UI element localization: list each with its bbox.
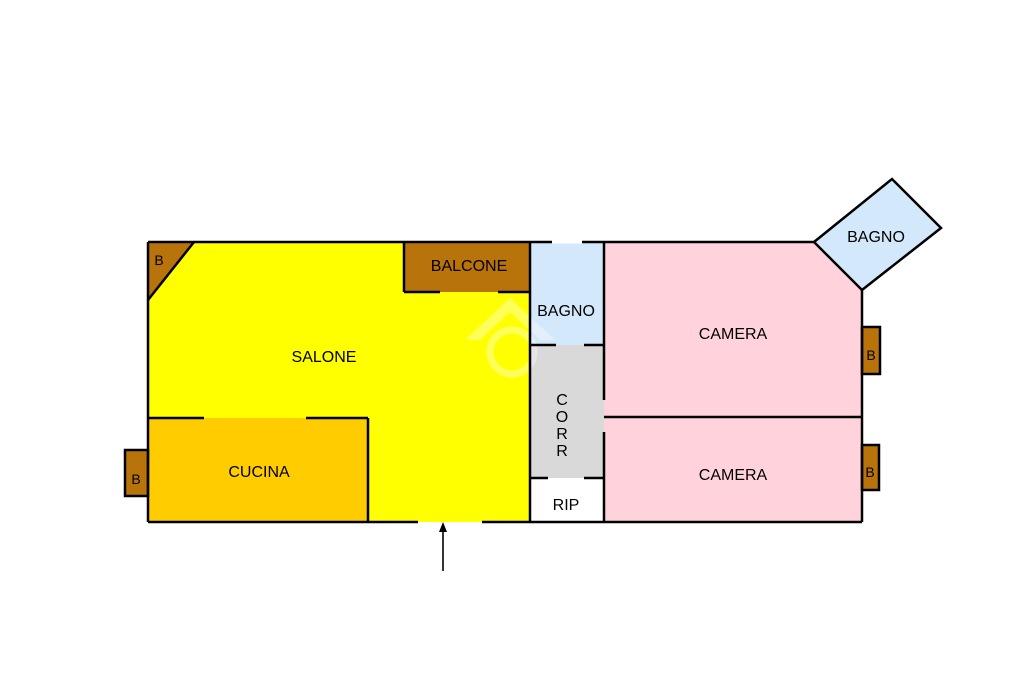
label-b-right-bottom: B: [865, 464, 874, 480]
camera-bottom-area: [604, 417, 862, 522]
balcony-b-right-bottom-area: [862, 445, 879, 490]
entrance-arrow-icon: [439, 522, 447, 571]
label-bagno-corner: BAGNO: [847, 229, 905, 246]
cucina-area: [148, 418, 368, 522]
bagno-corner-area: [814, 179, 941, 290]
label-b-right-top: B: [866, 347, 875, 363]
camera-top-area: [604, 242, 862, 417]
corridor-area: [530, 345, 604, 478]
label-camera-top: CAMERA: [699, 326, 768, 343]
logo-watermark-icon: [465, 298, 555, 378]
balcony-b-right-top-area: [862, 327, 880, 374]
label-rip: RIP: [553, 497, 580, 514]
rip-area: [530, 478, 604, 522]
label-bagno-center: BAGNO: [537, 303, 595, 320]
label-camera-bottom: CAMERA: [699, 467, 768, 484]
balcone-area: [404, 242, 530, 292]
label-corr-r2: R: [556, 443, 568, 460]
label-b-left: B: [131, 471, 140, 487]
label-b-top-left: B: [154, 252, 163, 268]
label-corr-c: C: [556, 392, 568, 409]
label-corr-r1: R: [556, 426, 568, 443]
label-cucina: CUCINA: [228, 464, 290, 481]
label-balcone: BALCONE: [431, 258, 507, 275]
walls: [123, 177, 943, 524]
label-corr-o: O: [556, 409, 568, 426]
label-salone: SALONE: [292, 349, 357, 366]
balcony-b-left-area: [125, 450, 148, 496]
bagno-center-area: [530, 242, 604, 345]
